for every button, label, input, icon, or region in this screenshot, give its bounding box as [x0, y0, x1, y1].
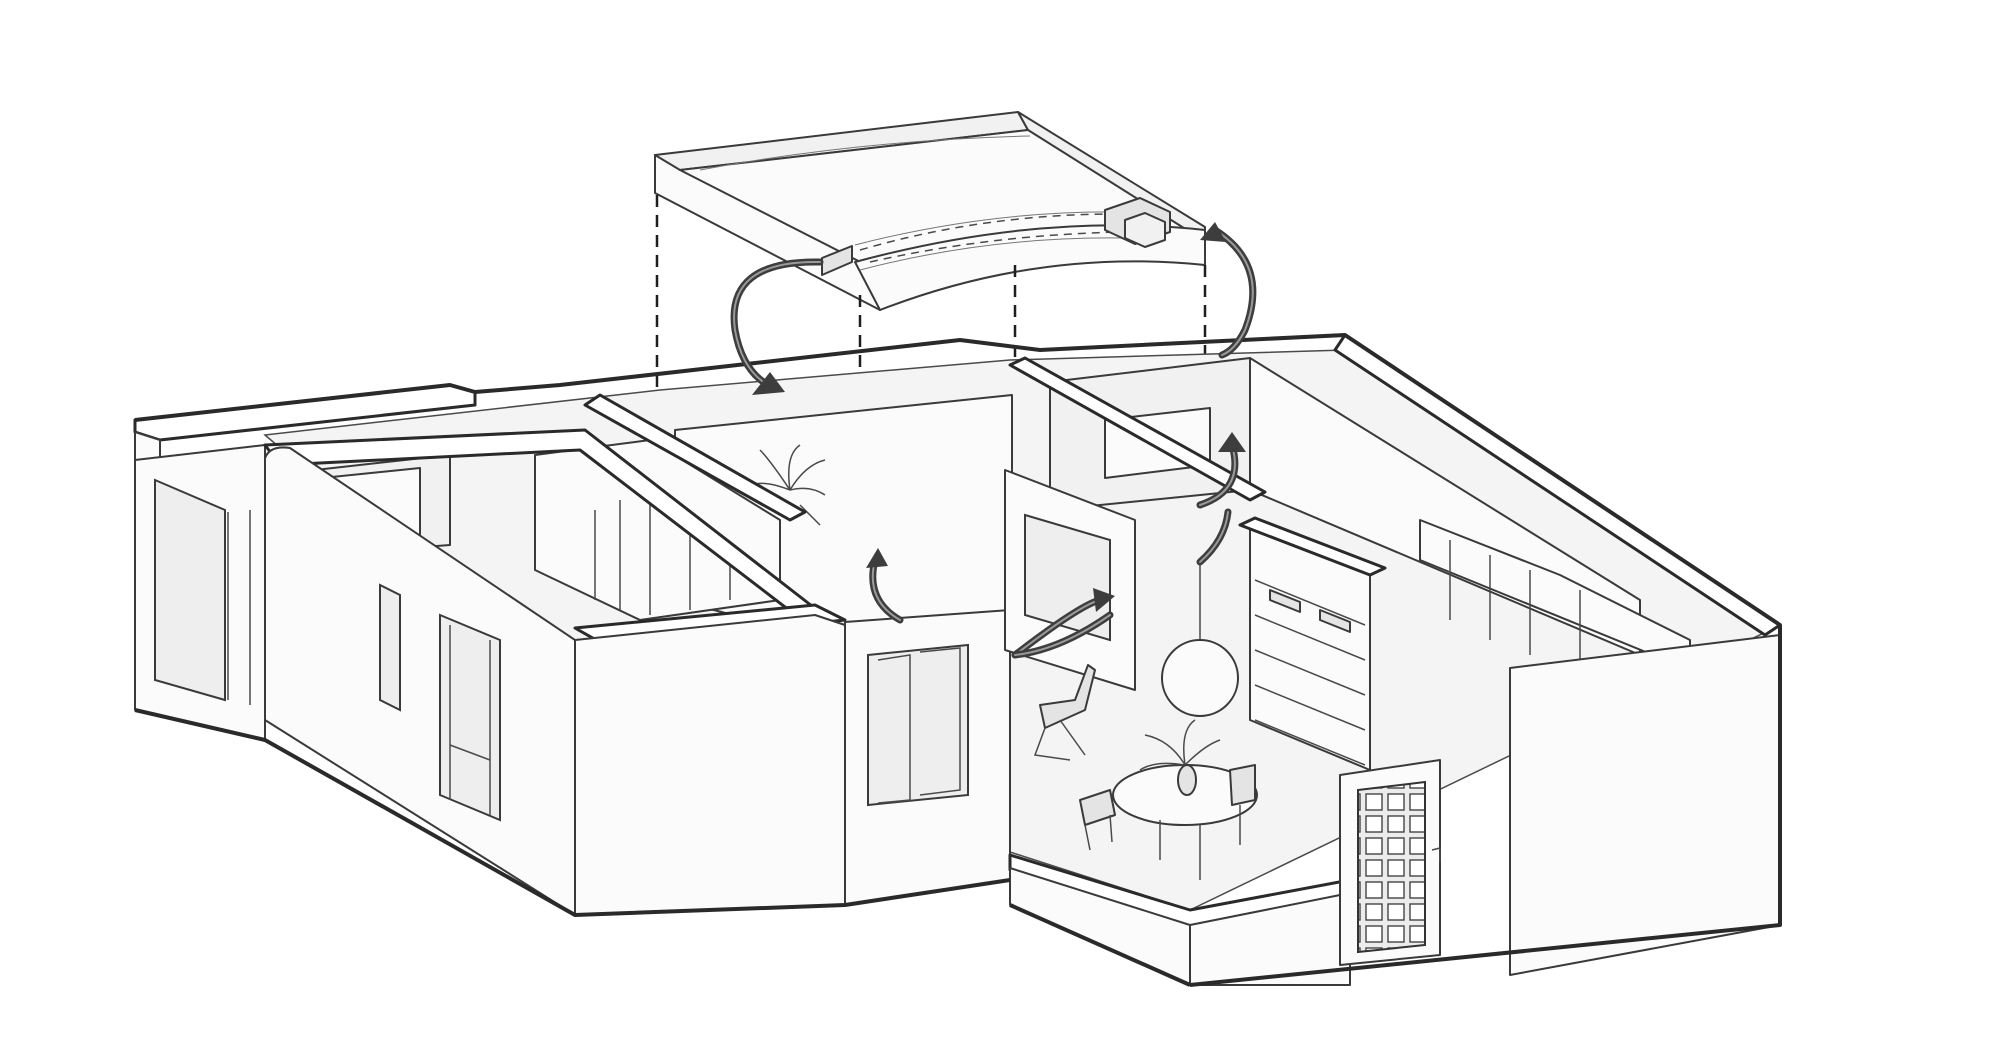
airflow-arrow-icon [1011, 588, 1115, 659]
ceiling-duct-dashed-upper [859, 213, 1111, 251]
left-corner-window [154, 478, 226, 702]
ceiling-duct-dashed-lower [869, 231, 1121, 263]
partition-wall-1 [583, 393, 807, 522]
building-base-outline [134, 708, 1191, 987]
flower-vase [1139, 719, 1221, 796]
airflow-arrow-icon [1011, 611, 1114, 659]
center-block-front [574, 614, 846, 916]
left-wall-small-window [379, 583, 401, 712]
building-top-outline [134, 333, 1782, 987]
bookshelf-books [1269, 589, 1351, 633]
kitchen-cabinet-lines [594, 500, 731, 615]
bookshelf-shelves [1254, 579, 1366, 766]
plant-icon [749, 444, 826, 526]
tv-screen [1024, 513, 1111, 642]
airflow-arrows [730, 222, 1257, 659]
right-kitchen-cabinet-lines [1449, 540, 1581, 665]
ceiling-vent-grille [821, 245, 853, 276]
ceiling-vault-curve [699, 135, 1031, 171]
partition-wall-3 [1238, 516, 1387, 577]
airflow-arrow-icon [730, 258, 824, 395]
airflow-arrow-icon [1200, 222, 1257, 359]
airflow-arrow-icon [1196, 432, 1246, 509]
ceiling-panel [654, 111, 1206, 311]
partition-wall-2 [1008, 356, 1267, 502]
center-block-window-frame [877, 647, 961, 804]
left-corner-window-frame [227, 510, 251, 705]
entrance-door-grid-panel [1357, 780, 1426, 954]
ceiling-ac-unit [1104, 197, 1171, 248]
left-wall-tall-window-frame [449, 625, 491, 815]
lounge-chair-icon [1033, 664, 1096, 761]
center-block-window [867, 643, 969, 807]
entrance-door-handle [1431, 847, 1441, 862]
right-long-wall-face [1509, 634, 1781, 976]
dining-chair [1079, 764, 1256, 851]
airflow-arrow-icon [866, 548, 904, 624]
apartment-model [133, 333, 1782, 987]
pendant-lamp-icon [1161, 560, 1239, 717]
left-wall-tall-window [439, 613, 501, 822]
airflow-arrow-icon [1196, 508, 1232, 566]
